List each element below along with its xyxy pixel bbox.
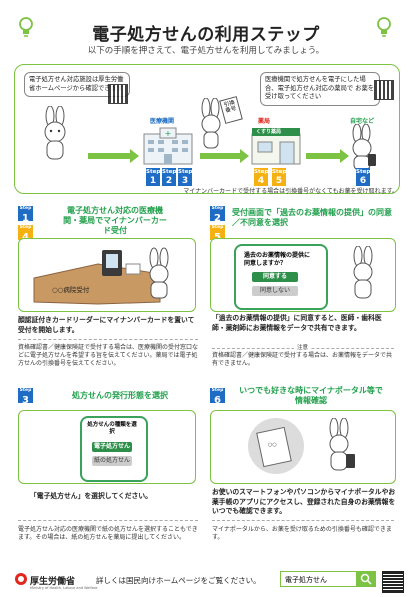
step-badge: Step 4: [18, 225, 33, 243]
agree-button[interactable]: 同意する: [252, 272, 298, 282]
step-badge: Step 2: [210, 206, 225, 224]
reception-label: ○○病院受付: [52, 286, 90, 294]
step-word: Step: [211, 225, 224, 230]
rabbit-mascot-icon: [201, 98, 221, 149]
step-word: Step: [356, 169, 371, 175]
step-number: 2: [214, 213, 221, 224]
step-number: 6: [359, 176, 367, 186]
lightbulb-icon: [19, 17, 33, 37]
screen-title: 処方せんの種類を選択: [87, 422, 137, 435]
step-word: Step: [254, 169, 269, 175]
ministry-logo-text: 厚生労働省: [30, 577, 76, 587]
rabbit-mascot-icon: [329, 418, 355, 471]
qr-code-icon: [108, 84, 128, 104]
e-prescription-option[interactable]: 電子処方せん: [92, 442, 132, 452]
step-badge: Step 6: [210, 388, 225, 406]
flow-arrow: [306, 153, 342, 159]
bubble-right-text: 医療機関で処方せんを電子にした場合、電子処方せん対応の薬局で お薬を受け取ってく…: [265, 76, 375, 100]
step-number: 6: [214, 395, 221, 406]
panel-body: お使いのスマートフォンやパソコンからマイナポータルやお薬手帳のアプリにアクセスし…: [212, 488, 396, 515]
flow-arrow: [200, 153, 242, 159]
step-number: 2: [165, 176, 173, 186]
consent-question: 過去のお薬情報の提供に同意しますか？: [244, 252, 311, 267]
panel-title: いつでも好きな時にマイナポータル等で情報確認: [239, 386, 383, 405]
step-word: Step: [211, 206, 224, 211]
step-word: Step: [19, 388, 32, 393]
paper-prescription-option[interactable]: 紙の処方せん: [92, 456, 132, 466]
step-number: 4: [22, 232, 29, 243]
step-number: 3: [181, 176, 189, 186]
place-home: 自宅など: [350, 118, 375, 125]
bubble-left-text: 電子処方せん対応施設は厚生労働省ホームページから確認できます: [29, 76, 124, 92]
flow-note: マイナンバーカードで受付する場合は引換番号がなくてもお薬を受け取れます。: [183, 188, 398, 195]
panel-title: 受付画面で「過去のお薬情報の提供」の同意／不同意を選択: [232, 208, 392, 227]
panel-body: 顔認証付きカードリーダーにマイナンバーカードを置いて受付を開始します。: [18, 316, 195, 334]
tag-label: 引換番号: [223, 99, 238, 115]
page-subtitle: 以下の手順を押さえて、電子処方せんを利用してみましょう。: [87, 46, 325, 56]
step-number: 1: [149, 176, 157, 186]
step-number: 5: [275, 176, 283, 186]
search-icon: [360, 573, 372, 585]
step-word: Step: [146, 169, 161, 175]
footer-text: 詳しくは国民向けホームページをご覧ください。: [96, 576, 261, 585]
step-number: 3: [22, 395, 29, 406]
arrow-head-icon: [340, 149, 349, 163]
rabbit-mascot-icon: [44, 106, 66, 160]
ministry-logo-sub: Ministry of Health, Labour and Welfare: [30, 586, 98, 590]
panel-note: 資格確認書／健康保険証で受付する場合は、医療機関の受付窓口などに電子処方せんを希…: [18, 344, 199, 367]
panel-body: 「電子処方せん」を選択してください。: [30, 492, 152, 500]
rabbit-mascot-icon: [352, 124, 376, 171]
rabbit-mascot-icon: [353, 246, 373, 299]
step-badge: Step 3: [18, 388, 33, 406]
bubble-right: 医療機関で処方せんを電子にした場合、電子処方せん対応の薬局で お薬を受け取ってく…: [260, 72, 380, 106]
disagree-button[interactable]: 同意しない: [252, 286, 298, 296]
qr-code-icon: [374, 80, 394, 100]
panel-note: 電子処方せん対応の医療機関で紙の処方せんを選択することもできます。その場合は、紙…: [18, 526, 198, 541]
panel-title: 電子処方せん対応の医療機関・薬局でマイナンバーカード受付: [63, 206, 167, 235]
panel-title: 処方せんの発行形態を選択: [72, 391, 168, 400]
divider: [212, 520, 394, 521]
ministry-logo-icon: [15, 573, 27, 585]
place-hospital: 医療機関: [150, 118, 175, 125]
step-number: 4: [257, 176, 265, 186]
card-reader-scene: [33, 247, 169, 305]
divider: [18, 339, 198, 341]
step-badge: Step 1: [18, 206, 33, 224]
divider: [18, 520, 198, 521]
arrow-head-icon: [240, 149, 249, 163]
place-pharmacy: 薬局: [258, 118, 271, 125]
step-word: Step: [19, 225, 32, 230]
medicine-record-icon: ○○: [248, 418, 304, 474]
step-badge: Step 5: [210, 225, 225, 243]
svg-text:○○: ○○: [268, 442, 277, 448]
panel-note: 資格確認書／健康保険証で受付する場合は、お薬情報をデータで共有できません。: [212, 352, 393, 367]
step-word: Step: [162, 169, 177, 175]
pharmacy-sign: くすり薬局: [256, 129, 282, 135]
step-number: 1: [22, 213, 29, 224]
qr-code-icon: [382, 571, 404, 593]
lightbulb-icon: [377, 17, 391, 37]
step-number: 5: [214, 232, 221, 243]
hospital-icon: +: [143, 127, 193, 165]
step-word: Step: [178, 169, 193, 175]
panel-note: マイナポータルから、お薬を受け取るための引換番号も確認できます。: [212, 526, 392, 541]
arrow-head-icon: [130, 149, 139, 163]
pharmacy-icon: [251, 128, 301, 165]
flow-arrow: [88, 153, 132, 159]
step-word: Step: [272, 169, 287, 175]
step-word: Step: [211, 388, 224, 393]
note-label: 注意: [294, 343, 312, 351]
page-title: 電子処方せんの利用ステップ: [92, 25, 320, 45]
panel-body: 「過去のお薬情報の提供」に同意すると、医師・歯科医師・薬剤師にお薬情報をデータで…: [212, 314, 382, 332]
step-word: Step: [19, 206, 32, 211]
svg-text:+: +: [165, 129, 172, 138]
